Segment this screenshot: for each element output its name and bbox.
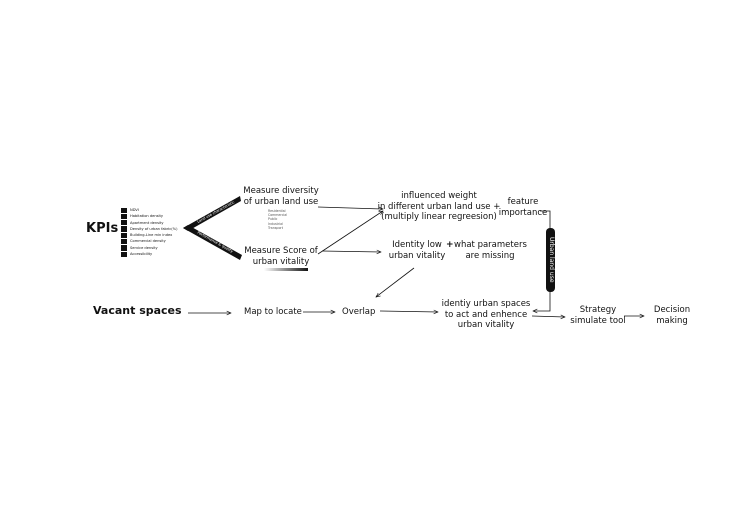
arrow-identity-to-overlap <box>376 267 415 297</box>
decision-making: Decision making <box>653 305 691 326</box>
kpi-item: NDVI <box>121 207 178 213</box>
kpi-item: Commercial density <box>121 238 178 245</box>
arrow-diversity-to-weight <box>317 206 383 209</box>
feature-importance: feature importance <box>498 197 548 218</box>
map-to-locate: Map to locate <box>244 307 302 317</box>
arrow-overlap-to-identify <box>379 311 438 312</box>
arrow-score-to-weight <box>317 211 383 255</box>
kpi-branch-upper <box>183 196 241 231</box>
urban-land-use-bar <box>546 228 555 292</box>
plus-sign: + <box>446 240 454 250</box>
kpi-item: Apartment density <box>121 220 178 226</box>
kpi-item: Density of urban fabric(%) <box>121 226 178 232</box>
measure-diversity: Measure diversity of urban land use <box>243 186 319 207</box>
strategy-simulate-tool: Strategy simulate tool <box>570 305 626 326</box>
vacant-spaces: Vacant spaces <box>93 304 182 317</box>
identify-urban-spaces: identiy urban spaces to act and enhence … <box>441 299 531 331</box>
kpi-item: Service density <box>121 245 178 251</box>
kpi-branch-lower <box>183 225 242 260</box>
urban-land-use-label: Urban land use <box>547 236 555 283</box>
kpi-list: NDVI Habitation density Apartment densit… <box>121 207 178 257</box>
kpis-title: KPIs <box>86 221 119 236</box>
influenced-weight: influenced weight in different urban lan… <box>377 191 501 223</box>
overlap: Overlap <box>342 307 376 317</box>
land-use-legend: Residential Commercial Public Industrial… <box>268 209 288 230</box>
arrow-score-to-identity <box>321 251 381 252</box>
vitality-gradient-bar <box>264 268 308 271</box>
kpi-item: Building-Line min index <box>121 232 178 238</box>
what-parameters: what parameters are missing <box>454 240 527 261</box>
identity-low-vitality: Identity low urban vitality <box>388 240 446 261</box>
arrow-identify-to-strategy <box>531 316 565 317</box>
measure-score: Measure Score of urban vitality <box>244 246 318 267</box>
kpi-item: Accessibility <box>121 251 178 257</box>
kpi-item: Habitation density <box>121 213 178 220</box>
